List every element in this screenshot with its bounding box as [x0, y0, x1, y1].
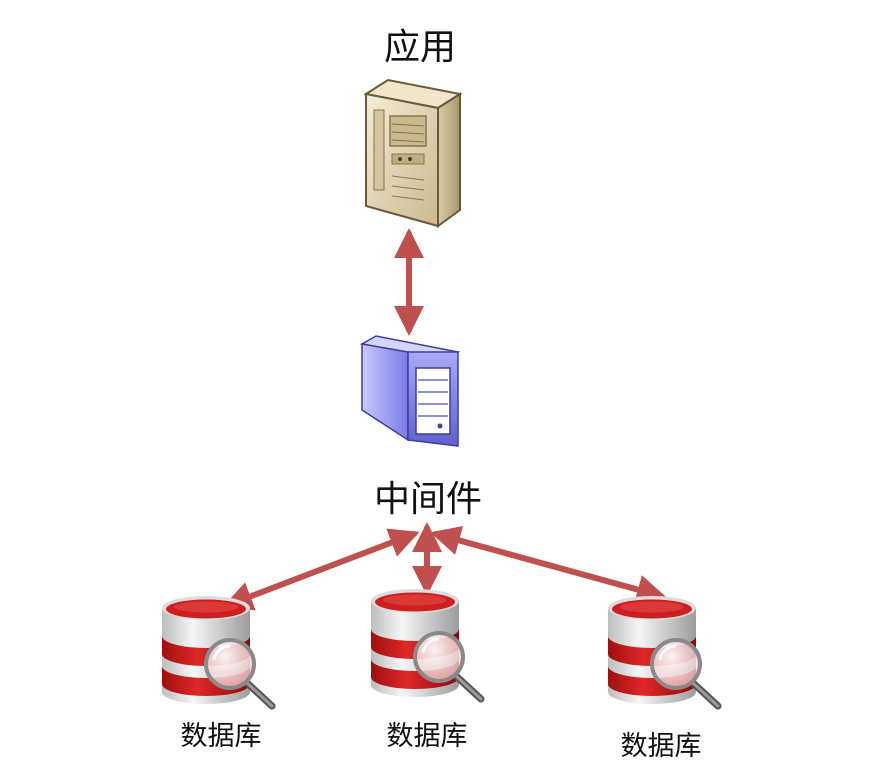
- application-server-icon: [363, 78, 463, 228]
- database-icon-3: [608, 596, 718, 706]
- middleware-label: 中间件: [373, 479, 483, 520]
- database-label-3: 数据库: [620, 731, 702, 762]
- database-label-2: 数据库: [386, 721, 468, 752]
- arrow-middleware-db1: [222, 528, 420, 611]
- connection-arrows: [222, 228, 667, 611]
- arrow-middleware-db3: [430, 525, 667, 605]
- application-label: 应用: [383, 27, 457, 68]
- middleware-server-icon: [359, 335, 461, 447]
- database-icon-1: [162, 596, 272, 706]
- database-label-1: 数据库: [180, 721, 262, 752]
- database-icon-2: [371, 589, 481, 699]
